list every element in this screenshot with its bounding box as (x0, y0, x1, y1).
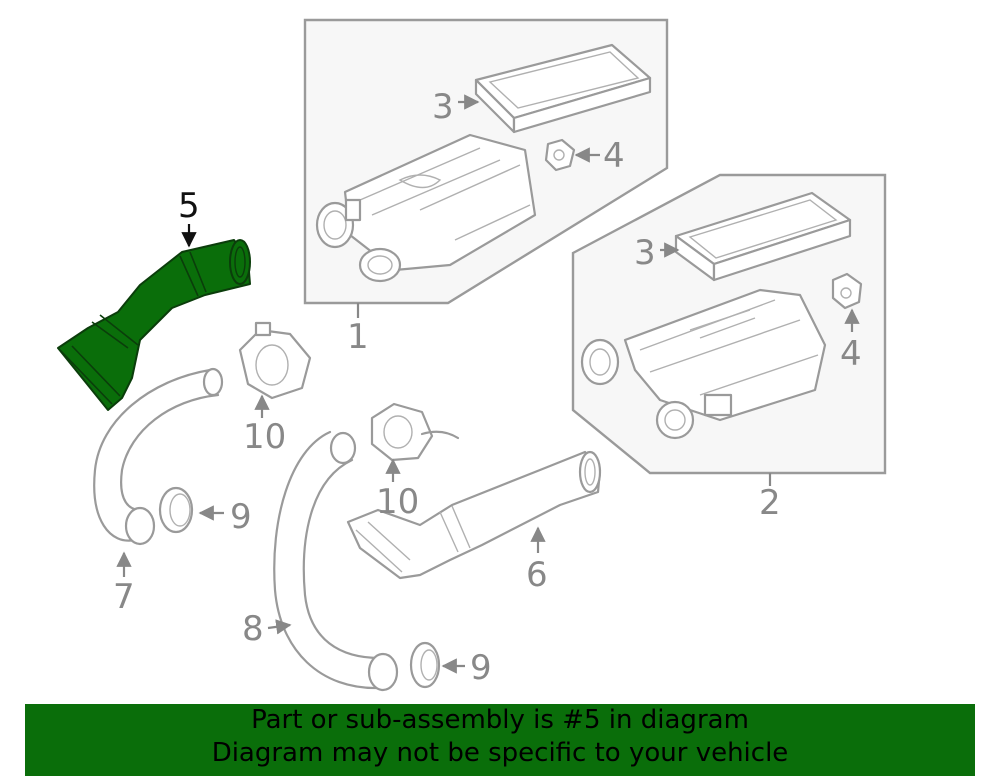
leader-8 (267, 619, 292, 635)
callout-4a[interactable]: 4 (603, 136, 625, 176)
callout-9b[interactable]: 9 (470, 648, 492, 688)
coupler-10a[interactable] (238, 321, 312, 400)
callout-6[interactable]: 6 (526, 555, 548, 595)
callout-10b[interactable]: 10 (376, 482, 419, 522)
callout-10a[interactable]: 10 (243, 417, 286, 457)
banner-line-2: Diagram may not be specific to your vehi… (211, 738, 789, 768)
callout-2[interactable]: 2 (759, 483, 781, 523)
air-hose-8[interactable] (273, 430, 399, 692)
coupler-10b[interactable] (370, 402, 460, 462)
air-filter-element-3a[interactable] (474, 43, 652, 134)
callout-7[interactable]: 7 (113, 577, 135, 617)
banner-line-1: Part or sub-assembly is #5 in diagram (251, 705, 749, 735)
air-cleaner-housing-2[interactable] (580, 288, 827, 440)
air-hose-7[interactable] (93, 367, 224, 546)
callout-8[interactable]: 8 (242, 609, 264, 649)
callout-5[interactable]: 5 (178, 186, 200, 226)
callout-3a[interactable]: 3 (432, 87, 454, 127)
clamp-9a[interactable] (158, 486, 194, 534)
sensor-4b[interactable] (831, 272, 863, 310)
intake-duct-6[interactable] (346, 450, 602, 580)
info-banner: Part or sub-assembly is #5 in diagram Di… (25, 704, 975, 776)
callout-1[interactable]: 1 (347, 317, 369, 357)
callout-3b[interactable]: 3 (634, 233, 656, 273)
sensor-4a[interactable] (544, 138, 576, 172)
callout-4b[interactable]: 4 (840, 334, 862, 374)
air-cleaner-housing-1[interactable] (315, 133, 537, 283)
air-filter-element-3b[interactable] (674, 191, 852, 282)
intake-duct-5-highlighted[interactable] (57, 239, 251, 411)
clamp-9b[interactable] (409, 641, 441, 689)
callout-9a[interactable]: 9 (230, 497, 252, 537)
